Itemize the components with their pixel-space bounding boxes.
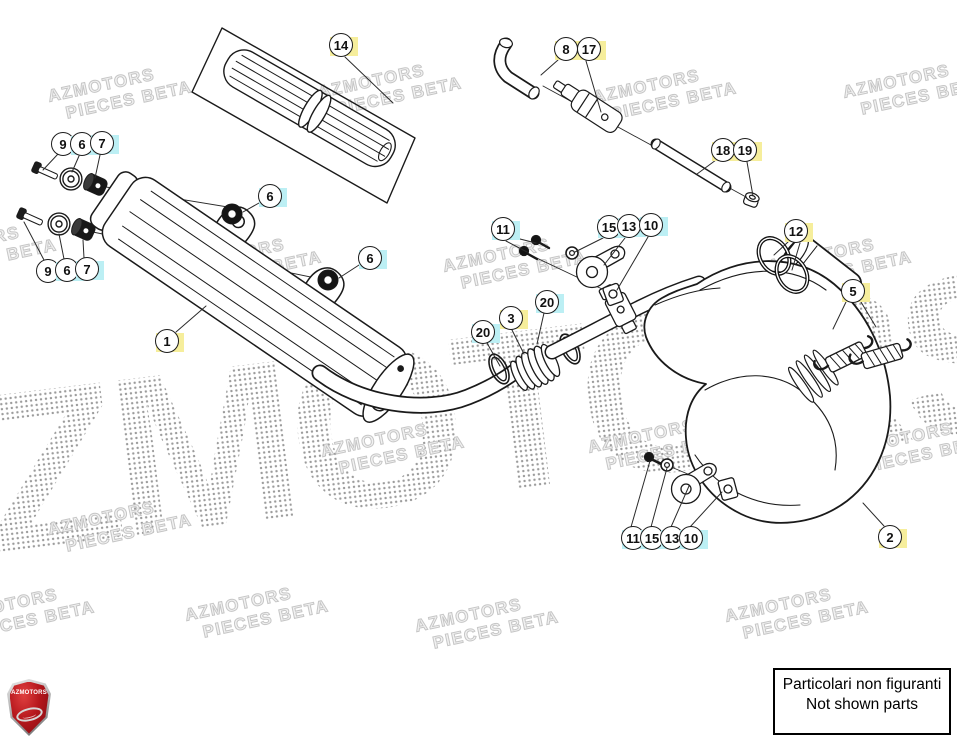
- callout-1[interactable]: 1: [155, 329, 184, 353]
- leader-lines: [23, 56, 885, 528]
- bracket-top-drawing: [518, 234, 626, 307]
- callout-number: 19: [733, 138, 757, 162]
- callout-number: 20: [535, 290, 559, 314]
- leader-line: [242, 202, 260, 213]
- leader-line: [486, 342, 501, 367]
- leader-line: [773, 241, 789, 256]
- callout-number: 13: [617, 214, 641, 238]
- callout-3[interactable]: 3: [499, 306, 528, 330]
- callout-number: 7: [75, 257, 99, 281]
- callout-7[interactable]: 7: [90, 131, 119, 155]
- callout-number: 7: [90, 131, 114, 155]
- callout-number: 17: [577, 37, 601, 61]
- callout-10[interactable]: 10: [639, 213, 668, 237]
- logo-text: AZMOTORS: [11, 689, 47, 696]
- callout-number: 10: [639, 213, 663, 237]
- callout-number: 6: [358, 246, 382, 270]
- note-line-italian: Particolari non figuranti: [782, 676, 942, 693]
- leader-line: [344, 56, 394, 104]
- leader-line: [94, 154, 101, 179]
- leader-line: [616, 236, 649, 291]
- leader-line: [862, 502, 885, 527]
- callout-number: 6: [258, 184, 282, 208]
- springs-drawing: [813, 334, 912, 373]
- callout-7[interactable]: 7: [75, 257, 104, 281]
- callout-13[interactable]: 13: [617, 214, 646, 238]
- callout-20[interactable]: 20: [535, 290, 564, 314]
- leader-line: [630, 460, 651, 528]
- callout-19[interactable]: 19: [733, 138, 762, 162]
- leader-line: [175, 305, 207, 333]
- fastener-sets-drawing: [16, 161, 339, 291]
- leader-line: [603, 237, 626, 266]
- leader-line: [791, 242, 801, 271]
- callout-10[interactable]: 10: [679, 526, 708, 550]
- callout-number: 1: [155, 329, 179, 353]
- leader-line: [505, 240, 528, 253]
- leader-line: [585, 60, 602, 113]
- leader-line: [746, 161, 754, 197]
- callout-number: 12: [784, 219, 808, 243]
- callout-5[interactable]: 5: [841, 279, 870, 303]
- valve-assembly-drawing: [493, 37, 760, 208]
- heat-shield-box: [191, 27, 416, 204]
- leader-line: [689, 491, 723, 528]
- leader-line: [82, 239, 85, 259]
- callout-number: 18: [711, 138, 735, 162]
- leader-line: [71, 155, 80, 173]
- callout-number: 3: [499, 306, 523, 330]
- logo-swoosh-icon: [14, 704, 44, 724]
- callout-number: 15: [597, 215, 621, 239]
- expansion-chamber-drawing: [643, 235, 892, 524]
- callout-14[interactable]: 14: [329, 33, 358, 57]
- leader-line: [696, 159, 717, 175]
- callout-18[interactable]: 18: [711, 138, 740, 162]
- leader-line: [860, 301, 877, 328]
- callout-number: 14: [329, 33, 353, 57]
- leader-line: [540, 59, 559, 76]
- leader-line: [670, 485, 690, 528]
- leader-line: [650, 467, 668, 528]
- callout-11[interactable]: 11: [491, 217, 520, 241]
- leader-line: [511, 329, 525, 355]
- callout-8[interactable]: 8: [554, 37, 583, 61]
- leader-line: [574, 237, 604, 253]
- callout-6[interactable]: 6: [258, 184, 287, 208]
- leader-line: [42, 153, 59, 171]
- callout-number: 8: [554, 37, 578, 61]
- callout-20[interactable]: 20: [471, 320, 500, 344]
- callout-number: 5: [841, 279, 865, 303]
- callout-number: 2: [878, 525, 902, 549]
- callout-number: 20: [471, 320, 495, 344]
- callout-number: 10: [679, 526, 703, 550]
- leader-line: [58, 233, 65, 260]
- silencer-drawing: [89, 171, 536, 423]
- leader-line: [832, 301, 847, 330]
- leader-line: [536, 312, 545, 345]
- note-line-english: Not shown parts: [806, 696, 918, 713]
- not-shown-parts-box: Particolari non figuranti Not shown part…: [773, 668, 951, 735]
- leader-line: [23, 221, 45, 261]
- joint-rings-drawing: [756, 236, 810, 294]
- callout-17[interactable]: 17: [577, 37, 606, 61]
- callout-number: 11: [491, 217, 515, 241]
- callout-2[interactable]: 2: [878, 525, 907, 549]
- callout-6[interactable]: 6: [358, 246, 387, 270]
- callout-12[interactable]: 12: [784, 219, 813, 243]
- leader-line: [338, 264, 360, 279]
